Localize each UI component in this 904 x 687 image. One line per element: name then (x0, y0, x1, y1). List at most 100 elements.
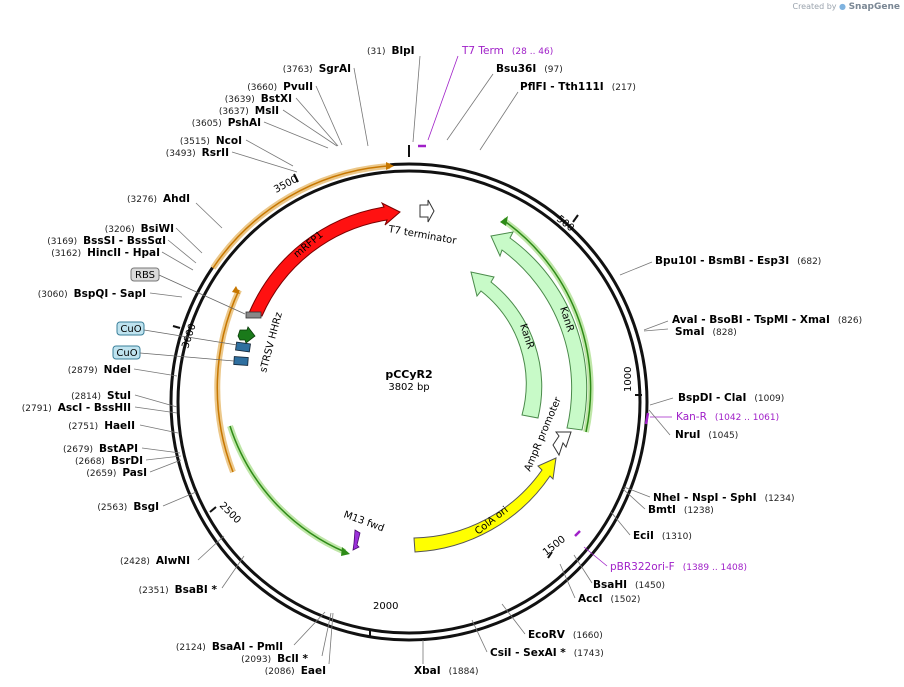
cuo-tag-2-label: CuO (116, 348, 137, 359)
primer-t7-term: T7 Term(28 .. 46) (461, 45, 553, 57)
leader-bsaai (293, 611, 326, 646)
t7-terminator-glyph (419, 199, 435, 223)
leader-bsssi (167, 239, 197, 264)
tick-label-1500: 1500 (541, 534, 568, 558)
tick-label-2000: 2000 (373, 601, 398, 612)
cuo-2-leader (139, 352, 235, 362)
site-bspdi: BspDI - ClaI(1009) (678, 392, 784, 404)
tick-label-2500: 2500 (217, 500, 243, 526)
kan-r-marker (644, 412, 650, 425)
site-bcli: (2093)BclI * (241, 653, 308, 665)
site-acci: AccI(1502) (578, 593, 640, 605)
site-bspqi: (3060)BspQI - SapI (38, 288, 146, 300)
pbr322ori-f-marker (574, 530, 581, 537)
orange-feature-arc-line (212, 165, 389, 269)
site-nhei: NheI - NspI - SphI(1234) (653, 492, 795, 504)
mrfp1-end-box (245, 311, 262, 319)
cuo-1-leader (143, 329, 238, 346)
cuo-tag-1-box (116, 321, 145, 336)
rbs-tag-label: RBS (135, 270, 155, 281)
leader-sgrai (353, 67, 369, 147)
green-feature-arc-right-line (502, 219, 592, 433)
leader-asci (134, 406, 178, 414)
leader-bspqi (149, 292, 183, 298)
primer-pbr322ori-f: pBR322ori-F(1389 .. 1408) (610, 561, 747, 573)
leader-bsahi (573, 554, 593, 584)
credit-brand: SnapGene (848, 2, 900, 12)
site-msli: (3637)MslI (219, 105, 279, 117)
leader-pbr322 (583, 546, 608, 567)
site-bsssi: (3169)BssSI - BssSαI (47, 235, 166, 247)
site-hincii: (3162)HincII - HpaI (51, 247, 160, 259)
leader-bstapi (141, 447, 181, 454)
cuo-tag-2: CuO (112, 345, 141, 360)
site-ecii: EciI(1310) (633, 530, 692, 542)
blue-operator-box-2 (233, 356, 249, 366)
snapgene-credit: Created by ● SnapGene (792, 2, 900, 12)
leader-pvuii (315, 85, 343, 146)
leader-nhei (623, 486, 651, 498)
site-leader-lines (133, 55, 674, 665)
leader-hincii (161, 251, 194, 271)
leader-bmti (622, 488, 646, 510)
site-bstxi: (3639)BstXI (225, 93, 292, 105)
leader-ncoi (245, 139, 294, 167)
site-bsiwi: (3206)BsiWI (105, 223, 174, 235)
leader-smai (643, 328, 669, 332)
leader-ecii (610, 511, 631, 536)
leader-csii (471, 619, 488, 653)
site-smai: SmaI(828) (675, 326, 737, 338)
t7-terminator-label: T7 terminator (386, 224, 458, 247)
site-bsahi: BsaHI(1450) (593, 579, 665, 591)
cola-ori-feature (413, 457, 557, 553)
tick-marks (172, 173, 642, 638)
site-bpu10i: Bpu10I - BsmBI - Esp3I(682) (655, 255, 821, 267)
site-haeii: (2751)HaeII (68, 420, 135, 432)
primer-kan-r: Kan-R(1042 .. 1061) (676, 411, 779, 423)
leader-bsrdi (145, 455, 182, 461)
site-alwni: (2428)AlwNI (120, 555, 190, 567)
leader-bstxi (295, 97, 339, 147)
site-ncoi: (3515)NcoI (180, 135, 242, 147)
m13-fwd-label: M13 fwd (342, 509, 386, 534)
leader-blpi (412, 55, 421, 143)
kanr-outer-feature (490, 231, 588, 431)
tick-1500 (547, 551, 553, 559)
backbone-outer-circle (169, 162, 649, 642)
site-bsu36i: Bsu36I(97) (496, 63, 563, 75)
plasmid-name: pCCyR2 (385, 368, 432, 381)
site-pvuii: (3660)PvuII (247, 81, 313, 93)
site-asci: (2791)AscI - BssHII (22, 402, 131, 414)
leader-pshai (263, 121, 329, 149)
rbs-tag: RBS (130, 267, 160, 282)
leader-msli (282, 109, 338, 147)
site-blpi: (31)BlpI (367, 45, 415, 57)
leader-bcli (321, 612, 332, 657)
tick-3000 (172, 325, 181, 329)
leader-bsgi (162, 491, 197, 507)
leader-stui (134, 394, 178, 408)
site-pflfi: PflFI - Tth111I(217) (520, 81, 636, 93)
rbs-leader (158, 274, 246, 315)
site-bstapi: (2679)BstAPI (63, 443, 138, 455)
rbs-tag-box (130, 267, 160, 282)
site-rsrii: (3493)RsrII (166, 147, 229, 159)
snapgene-logo-icon: ● (839, 2, 847, 11)
cuo-tag-1: CuO (116, 321, 145, 336)
site-ahdi: (3276)AhdI (127, 193, 190, 205)
tick-500 (572, 214, 579, 223)
site-stui: (2814)StuI (71, 390, 131, 402)
credit-text: Created by (792, 2, 837, 11)
site-ecorv: EcoRV(1660) (528, 629, 603, 641)
leader-alwni (197, 535, 225, 561)
site-pasi: (2659)PasI (86, 467, 147, 479)
tick-2500 (209, 506, 217, 513)
m13-fwd-primer (352, 529, 361, 551)
leader-avai (643, 320, 669, 331)
site-bsaai: (2124)BsaAI - PmlI (176, 641, 283, 653)
site-ndei: (2879)NdeI (68, 364, 131, 376)
blue-operator-box-1 (235, 341, 251, 353)
site-bsabi: (2351)BsaBI * (139, 584, 218, 596)
site-avai: AvaI - BsoBI - TspMI - XmaI(826) (672, 314, 862, 326)
